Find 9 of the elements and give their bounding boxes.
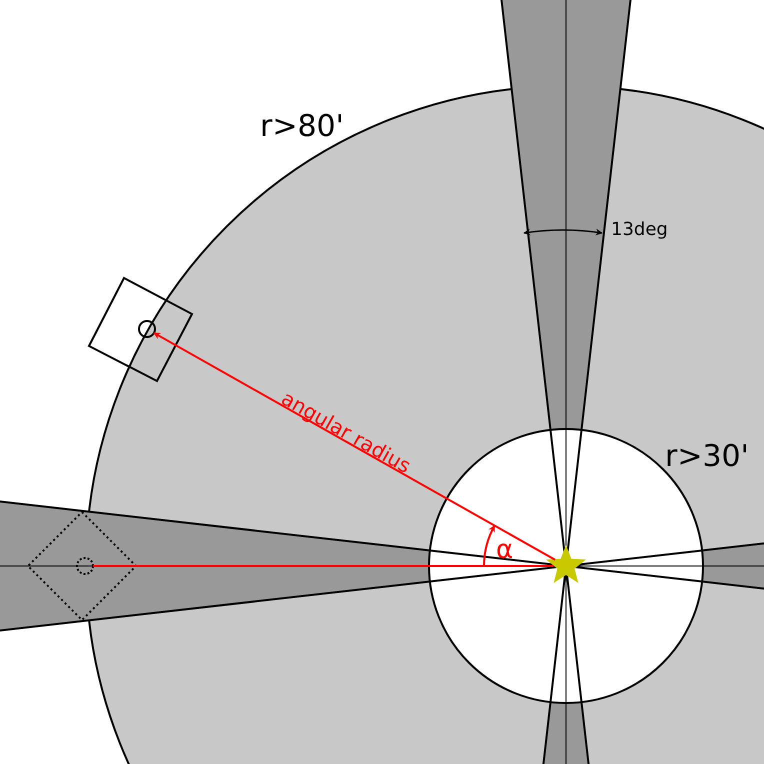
angle-label: 13deg <box>611 221 668 239</box>
dotted-circle <box>76 557 94 575</box>
connector-line <box>153 332 556 561</box>
target-circle <box>138 320 156 338</box>
connector-line <box>93 565 554 567</box>
star <box>546 545 586 583</box>
angle-symbol-label: α <box>496 537 514 563</box>
radius-label: r>30' <box>665 442 749 472</box>
radius-label: r>80' <box>260 112 344 142</box>
